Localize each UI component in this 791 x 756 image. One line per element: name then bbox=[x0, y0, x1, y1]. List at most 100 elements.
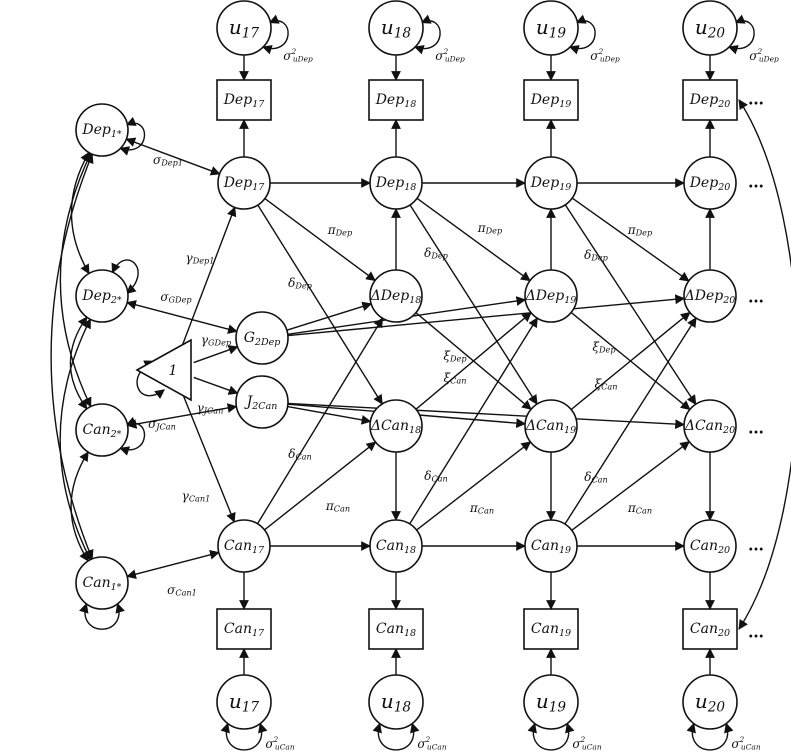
observed-can19-box bbox=[523, 608, 579, 650]
latent-dep18-node bbox=[369, 156, 423, 210]
residual-top-u17-node bbox=[216, 0, 272, 56]
variance-loop-66 bbox=[220, 722, 268, 751]
factor-g2dep-label: G2Dep bbox=[244, 330, 281, 347]
observed-can17-box bbox=[216, 608, 272, 650]
label-xi-dep: ξDep bbox=[592, 340, 616, 355]
variance-loop-76 bbox=[79, 602, 125, 630]
covariance-arc-64 bbox=[70, 451, 89, 562]
observed-can18-box bbox=[368, 608, 424, 650]
label-gamma-jcan: γJCan bbox=[197, 401, 224, 416]
label-sigma-jcan: σJCan bbox=[148, 417, 176, 432]
latent-dep19-label: Dep19 bbox=[530, 175, 572, 192]
label-pi-can: πCan bbox=[627, 501, 652, 516]
path-arrow-42 bbox=[415, 312, 532, 410]
path-arrow-49 bbox=[287, 294, 686, 337]
label-delta-can: δCan bbox=[288, 447, 312, 462]
change-can18-label: ΔCan18 bbox=[370, 418, 421, 435]
observed-dep17-label: Dep17 bbox=[223, 92, 266, 109]
latent-dep17-node bbox=[217, 156, 271, 210]
path-arrows bbox=[50, 14, 791, 751]
residual-bottom-u17-node bbox=[216, 674, 272, 730]
continuation-dots-3: … bbox=[748, 419, 764, 438]
factor-g2dep-node bbox=[235, 311, 289, 365]
label-xi-can: ξCan bbox=[444, 371, 467, 386]
latent-can18-label: Can18 bbox=[376, 538, 416, 555]
latent-can17-label: Can17 bbox=[224, 538, 265, 555]
latent-dep17-label: Dep17 bbox=[223, 175, 266, 192]
change-dep20-node bbox=[683, 269, 737, 323]
variance-loop-70 bbox=[527, 722, 575, 751]
factor-can-2-node bbox=[75, 403, 129, 457]
label-delta-can: δCan bbox=[424, 469, 448, 484]
path-arrow-50 bbox=[287, 402, 686, 430]
label-gamma-gdep: γGDep bbox=[201, 333, 232, 348]
latent-dep18-label: Dep18 bbox=[375, 175, 417, 192]
residual-top-u19-label: u19 bbox=[536, 15, 567, 42]
observed-dep19-label: Dep19 bbox=[530, 92, 572, 109]
variance-loop-71 bbox=[727, 14, 755, 55]
path-arrow-31 bbox=[416, 197, 531, 282]
factor-dep-2-label: Dep2* bbox=[81, 288, 122, 305]
variance-loop-74 bbox=[111, 259, 139, 295]
residual-top-u17-label: u17 bbox=[229, 15, 260, 42]
path-arrow-57 bbox=[126, 403, 238, 429]
change-dep20-label: ΔDep20 bbox=[684, 288, 736, 305]
residual-bottom-u17-label: u17 bbox=[229, 689, 260, 716]
latent-can18-node bbox=[369, 519, 423, 573]
label-sigma-gdep: σGDep bbox=[160, 290, 192, 305]
change-dep19-node bbox=[524, 269, 578, 323]
label-xi-dep: ξDep bbox=[443, 349, 467, 364]
path-arrow-32 bbox=[416, 441, 532, 531]
observed-dep20-label: Dep20 bbox=[689, 92, 731, 109]
residual-bottom-u19-node bbox=[523, 674, 579, 730]
factor-dep-1-label: Dep1* bbox=[81, 122, 122, 139]
path-arrow-46 bbox=[287, 405, 372, 425]
continuation-dots-1: … bbox=[748, 173, 764, 192]
residual-top-u18-node bbox=[368, 0, 424, 56]
covariance-arc-63 bbox=[59, 318, 91, 561]
observed-can20-label: Can20 bbox=[690, 621, 730, 638]
observed-can18-label: Can18 bbox=[376, 621, 416, 638]
label-sigma-dep1: σDep1 bbox=[153, 153, 183, 168]
label-pi-dep: πDep bbox=[327, 223, 353, 238]
path-arrow-36 bbox=[256, 317, 384, 525]
latent-can20-label: Can20 bbox=[690, 538, 730, 555]
factor-dep-2-node bbox=[75, 269, 129, 323]
observed-dep18-label: Dep18 bbox=[375, 92, 417, 109]
label-pi-can: πCan bbox=[469, 501, 494, 516]
path-arrow-44 bbox=[570, 311, 691, 411]
latent-can19-label: Can19 bbox=[531, 538, 571, 555]
label-gamma-dep1: γDep1 bbox=[186, 251, 215, 266]
path-arrow-45 bbox=[286, 301, 373, 331]
residual-top-u20-node bbox=[682, 0, 738, 56]
factor-j2can-label: J2Can bbox=[244, 394, 278, 411]
residual-bottom-u20-node bbox=[682, 674, 738, 730]
covariance-arc-62 bbox=[69, 316, 88, 410]
path-arrow-33 bbox=[571, 197, 690, 282]
label-delta-dep: δDep bbox=[584, 248, 609, 263]
observed-dep19-box bbox=[523, 79, 579, 121]
residual-bottom-u18-node bbox=[368, 674, 424, 730]
label-pi-dep: πDep bbox=[477, 221, 503, 236]
variance-loop-65 bbox=[261, 14, 289, 55]
variance-loop-68 bbox=[372, 722, 420, 751]
path-arrow-37 bbox=[409, 204, 538, 405]
path-arrow-29 bbox=[264, 197, 376, 282]
latent-dep19-node bbox=[524, 156, 578, 210]
continuation-dots-2: … bbox=[748, 288, 764, 307]
variance-loop-73 bbox=[119, 116, 146, 156]
path-arrow-39 bbox=[564, 204, 697, 406]
path-arrow-35 bbox=[257, 204, 383, 405]
path-arrow-58 bbox=[126, 550, 220, 579]
covariance-arc-61 bbox=[50, 153, 94, 560]
change-dep18-label: ΔDep18 bbox=[370, 288, 422, 305]
change-can18-node bbox=[369, 399, 423, 453]
latent-dep20-node bbox=[683, 156, 737, 210]
factor-can-1-node bbox=[75, 556, 129, 610]
